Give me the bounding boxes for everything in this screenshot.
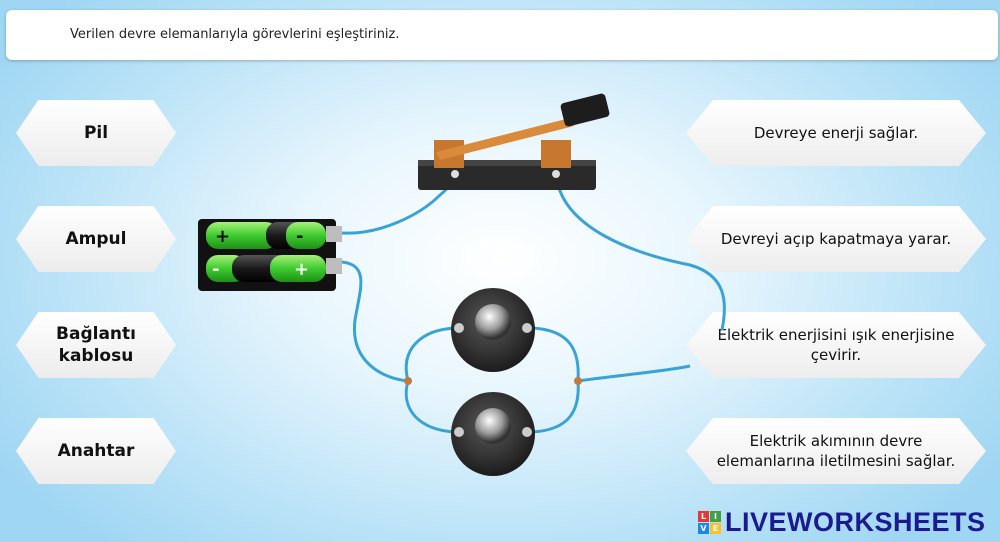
battery-symbol: - [212,259,219,280]
battery-symbol: + [215,226,230,247]
knife-switch-icon [418,93,610,190]
wire-bulb2-right [531,380,580,434]
battery-symbol: + [294,259,309,280]
item-ampul[interactable]: Ampul [16,206,176,272]
item-pil[interactable]: Pil [16,100,176,166]
wire-group [341,172,726,434]
wire-switch-right [554,172,726,331]
wire-junction-right [574,377,582,385]
battery-pack-icon: + - - + [198,219,342,291]
logo-badge-icon: L I V E [698,510,721,534]
instruction-text: Verilen devre elemanlarıyla görevlerini … [70,27,400,42]
instruction-bar: Verilen devre elemanlarıyla görevlerini … [6,10,998,60]
bulb-socket-icon [451,288,535,372]
wire-junction-left [404,377,412,385]
wire-bulb2-left [404,380,456,434]
battery-symbol: - [296,226,303,247]
answer-acip-kapatma[interactable]: Devreyi açıp kapatmaya yarar. [686,206,986,272]
answer-isik-enerjisi[interactable]: Elektrik enerjisini ışık enerjisine çevi… [686,312,986,378]
liveworksheets-logo: L I V E LIVEWORKSHEETS [698,507,986,537]
wire-bulbs-right [577,364,691,383]
bulb-socket-icon [451,392,535,476]
wire-battery-bulbs [341,260,409,383]
item-baglanti-kablosu[interactable]: Bağlantı kablosu [16,312,176,378]
answer-enerji[interactable]: Devreye enerji sağlar. [686,100,986,166]
logo-text: LIVEWORKSHEETS [725,506,986,537]
wire-bulb1-right [531,326,580,382]
answer-iletim[interactable]: Elektrik akımının devre elemanlarına ile… [686,418,986,484]
item-anahtar[interactable]: Anahtar [16,418,176,484]
wire-bulb1-left [404,326,456,382]
